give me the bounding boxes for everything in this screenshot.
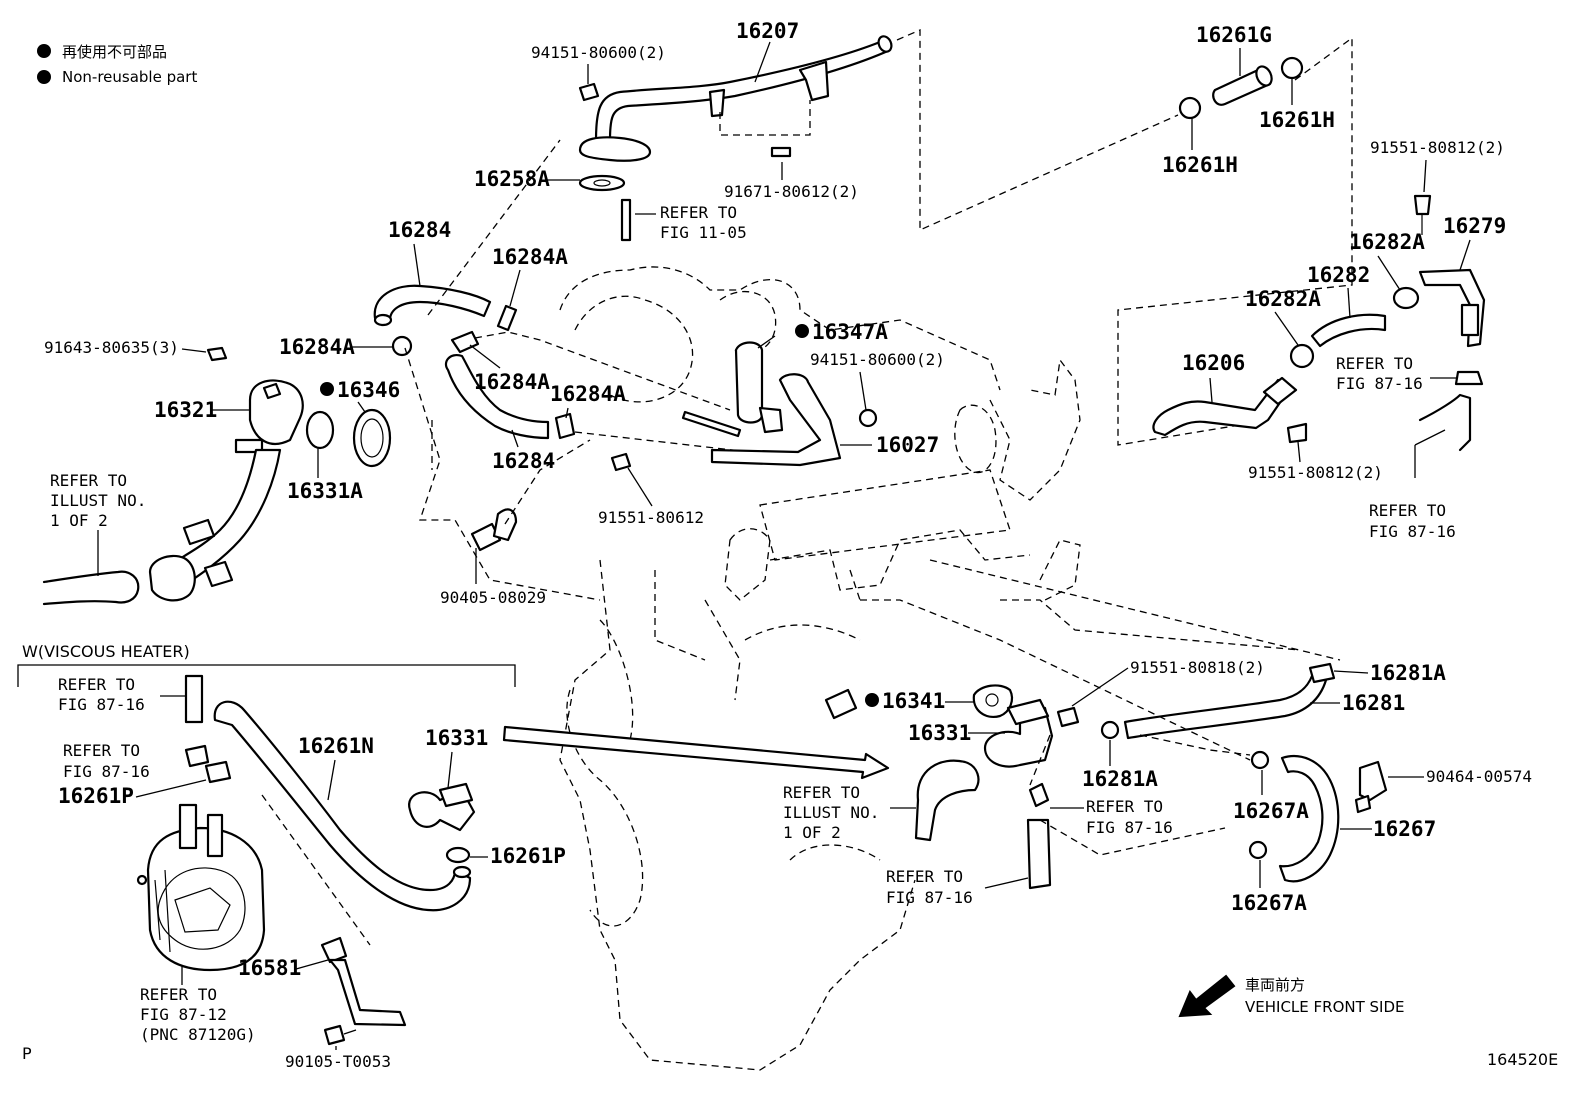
refer-fig-87-16-f-l2: FIG 87-16 (886, 888, 973, 907)
pipe-16207-group: 16207 94151-80600(2) 16258A 91671-80612(… (474, 19, 1179, 242)
label-91551-80812-bottom: 91551-80812(2) (1248, 463, 1383, 482)
water-outlet-16331-group: 16341 16331 91551-80818(2) 16281A 16281 … (783, 559, 1532, 915)
legend: 再使用不可部品 Non-reusable part (37, 43, 197, 86)
label-16261N: 16261N (298, 734, 374, 758)
label-90405-08029: 90405-08029 (440, 588, 546, 607)
label-91551-80812-top: 91551-80812(2) (1370, 138, 1505, 157)
label-16261P-right: 16261P (490, 844, 566, 868)
label-90105-T0053: 90105-T0053 (285, 1052, 391, 1071)
non-reusable-marker-icon (37, 44, 51, 58)
label-16282A-mid: 16282A (1245, 287, 1321, 311)
label-16331-right: 16331 (908, 721, 971, 745)
refer-fig-87-16-a-l1: REFER TO (1336, 354, 1413, 373)
label-16279: 16279 (1443, 214, 1506, 238)
label-16284A-top: 16284A (492, 245, 568, 269)
label-16347A: 16347A (812, 320, 888, 344)
refer-fig-11-05-l1: REFER TO (660, 203, 737, 222)
non-reusable-marker-icon (795, 324, 809, 338)
refer-fig-87-16-b-l2: FIG 87-16 (1369, 522, 1456, 541)
hose-16261G-group: 16261G 16261H 16261H (1117, 23, 1353, 446)
label-94151-80600-top: 94151-80600(2) (531, 43, 666, 62)
viscous-heater-title: W(VISCOUS HEATER) (22, 642, 190, 661)
label-16284-top: 16284 (388, 218, 451, 242)
non-reusable-marker-icon (37, 70, 51, 84)
refer-illust-left-l1: REFER TO (50, 471, 127, 490)
label-16027: 16027 (876, 433, 939, 457)
label-16284A-left: 16284A (279, 335, 355, 359)
refer-fig-87-16-e-l1: REFER TO (1086, 797, 1163, 816)
refer-fig-87-16-f-l1: REFER TO (886, 867, 963, 886)
label-94151-80600-mid: 94151-80600(2) (810, 350, 945, 369)
refer-fig-87-16-c-l1: REFER TO (58, 675, 135, 694)
front-side-en: VEHICLE FRONT SIDE (1245, 998, 1405, 1016)
vehicle-front-indicator: 車両前方 VEHICLE FRONT SIDE (1178, 974, 1405, 1018)
refer-illust-right-l2: ILLUST NO. (783, 803, 879, 822)
non-reusable-marker-icon (865, 693, 879, 707)
viscous-heater-group: W(VISCOUS HEATER) REFER TO FIG 87-16 REF… (17, 642, 566, 1071)
label-16346: 16346 (337, 378, 400, 402)
refer-fig-11-05-l2: FIG 11-05 (660, 223, 747, 242)
refer-illust-right-l1: REFER TO (783, 783, 860, 802)
label-16261G: 16261G (1196, 23, 1272, 47)
refer-fig-87-12-l1: REFER TO (140, 985, 217, 1004)
refer-illust-left-l2: ILLUST NO. (50, 491, 146, 510)
hose-16284-group: 16284 16284A 16284A 16284A 16284A 16284 … (279, 139, 821, 607)
label-16261P-left: 16261P (58, 784, 134, 808)
water-inlet-16321-group: 91643-80635(3) 16321 16346 16331A REFER … (42, 338, 400, 606)
label-91551-80612: 91551-80612 (598, 508, 704, 527)
refer-fig-87-12-l2: FIG 87-12 (140, 1005, 227, 1024)
label-16261H-left: 16261H (1162, 153, 1238, 177)
figure-id: 164520E (1487, 1050, 1558, 1069)
label-90464-00574: 90464-00574 (1426, 767, 1532, 786)
label-91643-80635: 91643-80635(3) (44, 338, 179, 357)
label-16282: 16282 (1307, 263, 1370, 287)
refer-fig-87-16-d-l2: FIG 87-16 (63, 762, 150, 781)
label-16331-left: 16331 (425, 726, 488, 750)
label-16267A-bottom: 16267A (1231, 891, 1307, 915)
refer-fig-87-16-e-l2: FIG 87-16 (1086, 818, 1173, 837)
legend-en: Non-reusable part (62, 68, 197, 86)
label-16267: 16267 (1373, 817, 1436, 841)
label-16281A-right: 16281A (1370, 661, 1446, 685)
label-16282A-top: 16282A (1349, 230, 1425, 254)
label-16284A-right: 16284A (550, 382, 626, 406)
label-16331A: 16331A (287, 479, 363, 503)
label-16281A-left: 16281A (1082, 767, 1158, 791)
refer-fig-87-16-d-l1: REFER TO (63, 741, 140, 760)
label-91671-80612: 91671-80612(2) (724, 182, 859, 201)
label-16581: 16581 (238, 956, 301, 980)
label-16284-bottom: 16284 (492, 449, 555, 473)
refer-fig-87-12-l3: (PNC 87120G) (140, 1025, 256, 1044)
label-16284A-mid: 16284A (474, 370, 550, 394)
label-16206: 16206 (1182, 351, 1245, 375)
pipe-16206-group: 91551-80812(2) 16279 16282A 16282 16282A… (1152, 138, 1506, 541)
front-arrow-icon (1178, 974, 1236, 1018)
label-16341: 16341 (882, 689, 945, 713)
pipe-16027-group: 16347A 94151-80600(2) 16027 91551-80612 (598, 320, 945, 527)
label-16207: 16207 (736, 19, 799, 43)
corner-p: P (22, 1044, 32, 1063)
legend-jp: 再使用不可部品 (62, 43, 167, 61)
label-16321: 16321 (154, 398, 217, 422)
front-side-jp: 車両前方 (1245, 976, 1305, 994)
connection-arrow (502, 725, 890, 780)
refer-fig-87-16-a-l2: FIG 87-16 (1336, 374, 1423, 393)
label-91551-80818: 91551-80818(2) (1130, 658, 1265, 677)
label-16281: 16281 (1342, 691, 1405, 715)
non-reusable-marker-icon (320, 382, 334, 396)
label-16258A: 16258A (474, 167, 550, 191)
refer-illust-left-l3: 1 OF 2 (50, 511, 108, 530)
engine-block-outline (559, 266, 1081, 1071)
refer-fig-87-16-b-l1: REFER TO (1369, 501, 1446, 520)
refer-fig-87-16-c-l2: FIG 87-16 (58, 695, 145, 714)
label-16261H-right: 16261H (1259, 108, 1335, 132)
label-16267A-top: 16267A (1233, 799, 1309, 823)
refer-illust-right-l3: 1 OF 2 (783, 823, 841, 842)
